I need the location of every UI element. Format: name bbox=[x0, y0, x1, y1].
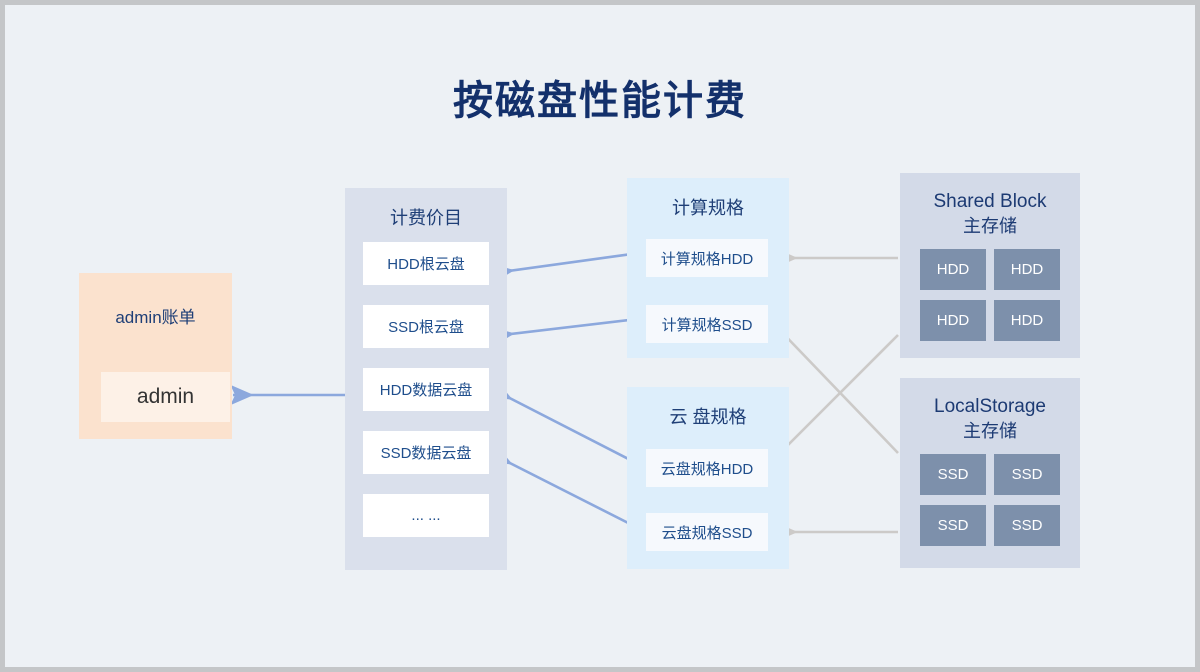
panel-billing-items-title: 计费价目 bbox=[390, 208, 462, 228]
panel-disk-spec-title: 云 盘规格 bbox=[669, 407, 747, 427]
panel-admin-bill: admin账单 admin bbox=[79, 273, 232, 439]
price-item-hdd-data[interactable]: HDD数据云盘 bbox=[363, 368, 489, 411]
local-storage-disk-grid: SSD SSD SSD SSD bbox=[920, 454, 1060, 546]
disk-cell[interactable]: HDD bbox=[994, 249, 1060, 290]
page-title: 按磁盘性能计费 bbox=[453, 79, 747, 123]
panel-shared-block-title: Shared Block 主存储 bbox=[900, 189, 1080, 239]
price-item-ssd-root[interactable]: SSD根云盘 bbox=[363, 305, 489, 348]
disk-cell[interactable]: HDD bbox=[920, 249, 986, 290]
connector-disk-ssd-to-ssd-data bbox=[487, 444, 647, 534]
connector-local-to-compute-ssd bbox=[763, 314, 899, 454]
spec-item-disk-ssd[interactable]: 云盘规格SSD bbox=[646, 513, 768, 551]
spec-item-disk-hdd[interactable]: 云盘规格HDD bbox=[646, 449, 768, 487]
disk-cell[interactable]: SSD bbox=[994, 505, 1060, 546]
connector-compute-hdd-to-hdd-root bbox=[490, 250, 647, 284]
panel-local-storage-title: LocalStorage 主存储 bbox=[900, 394, 1080, 444]
shared-block-title-line2: 主存储 bbox=[963, 216, 1017, 236]
connector-shared-to-disk-hdd bbox=[763, 334, 899, 470]
panel-local-storage: LocalStorage 主存储 SSD SSD SSD SSD bbox=[900, 378, 1080, 568]
panel-admin-bill-title: admin账单 bbox=[115, 308, 196, 327]
local-storage-title-line2: 主存储 bbox=[963, 421, 1017, 441]
admin-account-box[interactable]: admin bbox=[101, 372, 230, 422]
price-item-more[interactable]: ... ... bbox=[363, 494, 489, 537]
spec-item-compute-hdd[interactable]: 计算规格HDD bbox=[646, 239, 768, 277]
spec-item-compute-ssd[interactable]: 计算规格SSD bbox=[646, 305, 768, 343]
connector-disk-hdd-to-hdd-data bbox=[487, 379, 647, 470]
disk-cell[interactable]: HDD bbox=[994, 300, 1060, 341]
panel-shared-block-storage: Shared Block 主存储 HDD HDD HDD HDD bbox=[900, 173, 1080, 358]
shared-block-disk-grid: HDD HDD HDD HDD bbox=[920, 249, 1060, 341]
connector-compute-ssd-to-ssd-root bbox=[490, 316, 647, 347]
price-item-hdd-root[interactable]: HDD根云盘 bbox=[363, 242, 489, 285]
panel-compute-spec-title: 计算规格 bbox=[672, 198, 744, 218]
disk-cell[interactable]: SSD bbox=[920, 505, 986, 546]
shared-block-title-line1: Shared Block bbox=[933, 191, 1047, 212]
price-item-ssd-data[interactable]: SSD数据云盘 bbox=[363, 431, 489, 474]
disk-cell[interactable]: SSD bbox=[994, 454, 1060, 495]
local-storage-title-line1: LocalStorage bbox=[934, 396, 1046, 417]
disk-cell[interactable]: HDD bbox=[920, 300, 986, 341]
panel-disk-spec: 云 盘规格 云盘规格HDD 云盘规格SSD bbox=[627, 387, 789, 569]
panel-compute-spec: 计算规格 计算规格HDD 计算规格SSD bbox=[627, 178, 789, 358]
panel-billing-items: 计费价目 HDD根云盘 SSD根云盘 HDD数据云盘 SSD数据云盘 ... .… bbox=[345, 188, 507, 570]
disk-cell[interactable]: SSD bbox=[920, 454, 986, 495]
